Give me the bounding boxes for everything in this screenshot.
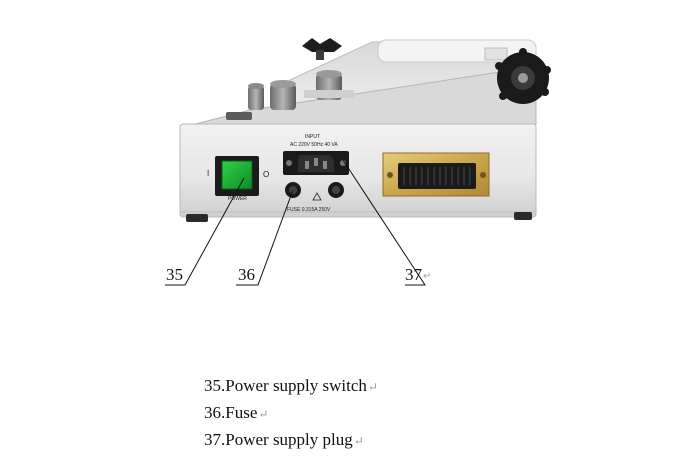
callout-37: 37	[405, 265, 423, 284]
callout-36: 36	[238, 265, 255, 284]
foot-left	[186, 214, 208, 222]
leader-line-37	[342, 159, 426, 286]
legend-item-label: 36.Fuse	[204, 403, 258, 422]
leader-line-36	[236, 189, 294, 286]
return-mark-icon: ↵	[353, 434, 364, 448]
foot-right	[514, 212, 532, 220]
cover-slot	[484, 47, 508, 61]
callout-37-mark: ↵	[423, 271, 431, 282]
legend-item-label: 35.Power supply switch	[204, 376, 367, 395]
brass-plate	[382, 152, 490, 197]
top-knob-middle	[270, 80, 296, 110]
top-knob-left	[248, 83, 264, 110]
star-knob	[302, 38, 342, 60]
power-switch-label: POWER	[228, 196, 247, 202]
fuse-holder-right	[328, 182, 344, 198]
small-lever	[226, 112, 252, 120]
power-supply-plug	[283, 151, 349, 175]
top-knob-right	[304, 70, 354, 100]
warning-triangle-icon	[312, 192, 322, 201]
hand-wheel	[495, 48, 551, 104]
legend: 35.Power supply switch↵ 36.Fuse↵ 37.Powe…	[204, 373, 378, 454]
return-mark-icon: ↵	[367, 380, 378, 394]
callout-35: 35	[166, 265, 183, 284]
leader-line-35	[165, 177, 245, 286]
fuse-label: FUSE 0.315A 250V	[287, 207, 331, 213]
input-rating-label: AC 220V 50Hz 40 VA	[290, 142, 338, 148]
power-switch-rocker	[221, 160, 253, 190]
legend-item-label: 37.Power supply plug	[204, 430, 353, 449]
legend-item-35: 35.Power supply switch↵	[204, 373, 378, 400]
return-mark-icon: ↵	[258, 407, 269, 421]
input-label: INPUT	[305, 134, 320, 140]
legend-item-37: 37.Power supply plug↵	[204, 427, 378, 454]
power-switch-assembly: I O POWER	[207, 156, 269, 202]
legend-item-36: 36.Fuse↵	[204, 400, 378, 427]
switch-off-mark: O	[263, 170, 269, 179]
switch-on-mark: I	[207, 169, 209, 178]
